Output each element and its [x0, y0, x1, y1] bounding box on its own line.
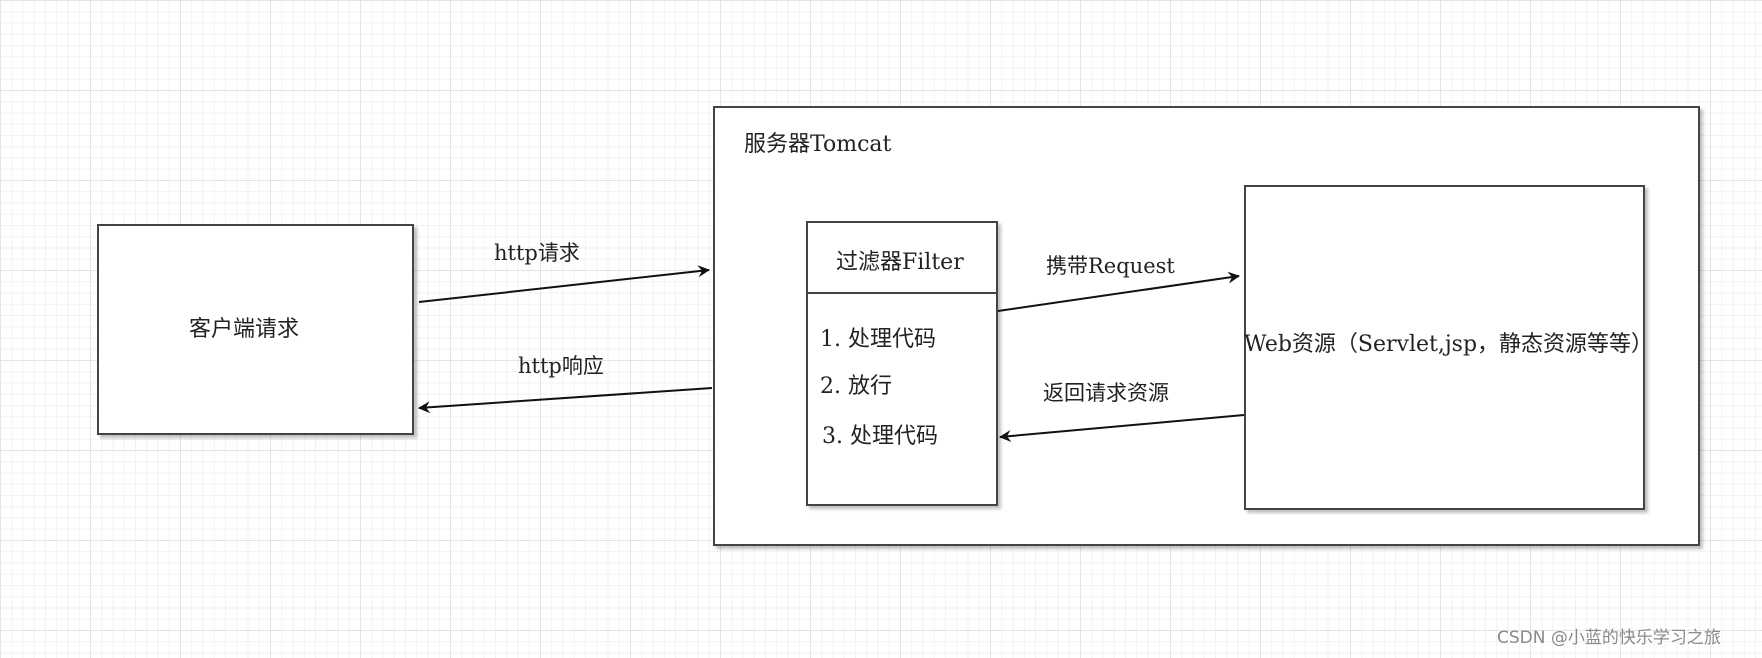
- filter-step-2: 2. 放行: [820, 374, 892, 399]
- client-title: 客户端请求: [189, 317, 300, 342]
- http-request-arrow: [418, 265, 710, 303]
- filter-divider: [808, 292, 996, 294]
- filter-step-1: 1. 处理代码: [820, 327, 936, 352]
- filter-step-3: 3. 处理代码: [822, 424, 938, 449]
- web-resource-title: Web资源（Servlet,jsp，静态资源等等）: [1244, 332, 1654, 357]
- server-title: 服务器Tomcat: [744, 132, 892, 157]
- carry-request-label: 携带Request: [1046, 254, 1175, 278]
- watermark: CSDN @小蓝的快乐学习之旅: [1497, 628, 1721, 648]
- filter-box: 过滤器Filter 1. 处理代码 2. 放行 3. 处理代码: [806, 221, 998, 506]
- client-box: 客户端请求: [97, 224, 414, 435]
- http-response-arrow: [418, 387, 713, 414]
- http-response-label: http响应: [518, 354, 604, 378]
- return-resource-label: 返回请求资源: [1043, 381, 1169, 405]
- http-request-label: http请求: [494, 241, 580, 265]
- filter-title: 过滤器Filter: [836, 250, 964, 275]
- web-resource-box: Web资源（Servlet,jsp，静态资源等等）: [1244, 185, 1653, 510]
